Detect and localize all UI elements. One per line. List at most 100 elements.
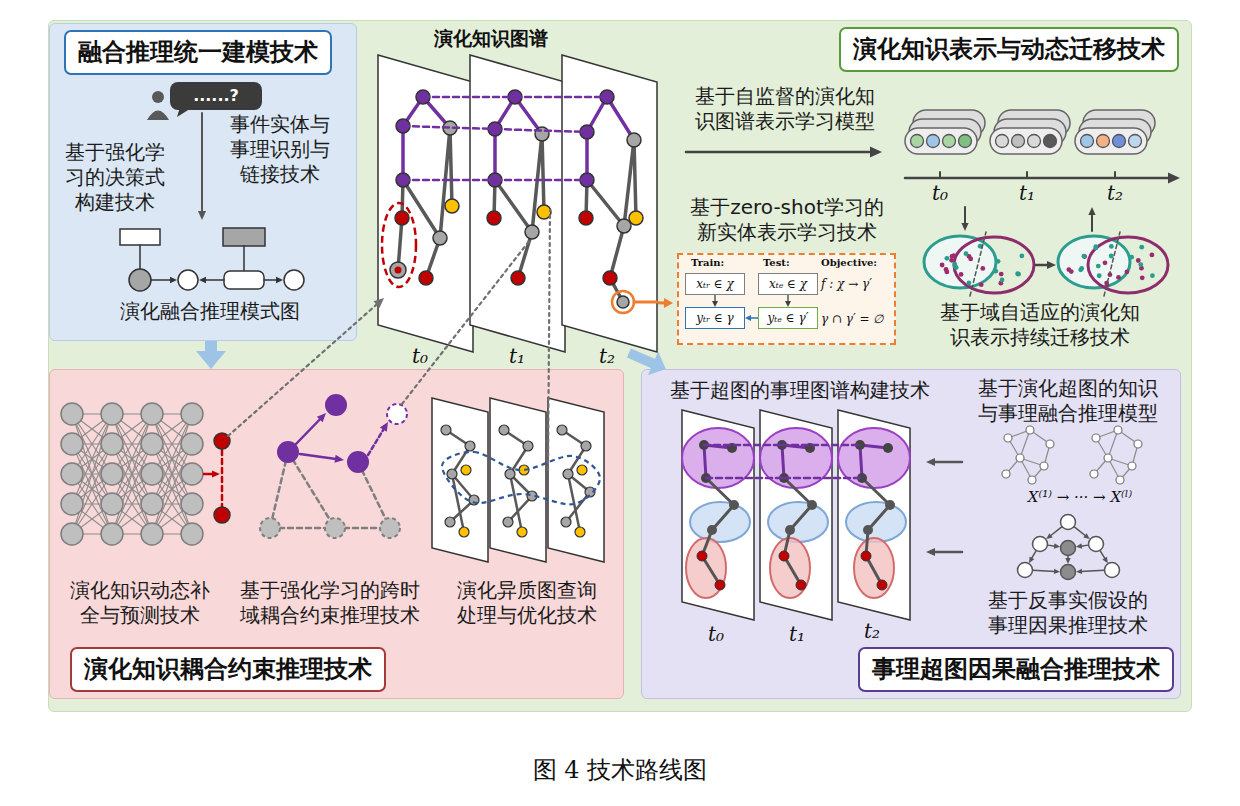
graph-node xyxy=(129,269,151,291)
graph-node xyxy=(395,267,402,274)
node-text: Test: xyxy=(763,257,790,269)
technique-label: 基于域自适应的演化知识表示持续迁移技术 xyxy=(938,300,1143,350)
neuron xyxy=(181,403,203,425)
embedding-cell xyxy=(1028,135,1041,148)
graph-edge xyxy=(495,180,532,232)
graph-node xyxy=(861,551,871,561)
time-slice xyxy=(548,398,604,562)
box-text: xₜₑ ∈ χ xyxy=(769,277,807,291)
arrow-head xyxy=(648,352,666,376)
embedding-cell xyxy=(1097,135,1110,148)
temporal-link xyxy=(495,179,587,182)
sample-dot xyxy=(1150,273,1155,278)
connector-arrow xyxy=(750,317,758,319)
connector-group xyxy=(196,341,226,369)
hyperedge xyxy=(854,538,894,598)
text-holder: Objective: xyxy=(821,257,877,269)
text-holder: 演化异质图查询处理与优化技术 xyxy=(455,578,600,628)
sample-dot xyxy=(953,264,958,269)
graph-node xyxy=(505,469,515,479)
text-holder: 演化知识耦合约束推理技术 xyxy=(70,647,386,692)
temporal-link xyxy=(784,477,862,480)
time-label: t₀ xyxy=(412,345,428,367)
time-slice xyxy=(838,410,910,620)
leader-line xyxy=(402,240,530,404)
neuron xyxy=(141,433,163,455)
neuron xyxy=(181,433,203,455)
graph-node xyxy=(447,469,457,479)
technique-label: 演化融合推理模式图 xyxy=(120,299,300,324)
text-holder: t₂ xyxy=(1107,182,1123,204)
graph-edge xyxy=(706,478,734,505)
graph-node xyxy=(461,465,471,475)
connector-group xyxy=(712,295,718,307)
graph-node xyxy=(581,441,591,451)
connector-arrow xyxy=(629,353,654,364)
text-holder: 基于zero-shot学习的新实体表示学习技术 xyxy=(687,195,887,245)
graph-edge xyxy=(358,462,390,528)
panel-title: 演化知识耦合约束推理技术 xyxy=(70,647,386,692)
person-icon xyxy=(147,111,169,121)
person-icon xyxy=(152,91,164,103)
arrow-line xyxy=(1031,551,1036,559)
neuron xyxy=(61,493,83,515)
sample-dot xyxy=(940,263,945,268)
domain-boundary xyxy=(1104,232,1120,296)
graph-node xyxy=(260,518,280,538)
neuron xyxy=(141,463,163,485)
domain-ellipse xyxy=(1088,237,1168,293)
arrow-head xyxy=(664,298,673,308)
graph-node xyxy=(525,225,539,239)
connector-group xyxy=(745,315,758,321)
graph-edge xyxy=(139,245,141,269)
text-holder: 演化知识动态补全与预测技术 xyxy=(68,578,213,628)
text-holder: 图 4 技术路线图 xyxy=(533,756,708,785)
hyperedge xyxy=(768,502,828,542)
graph-node xyxy=(419,271,433,285)
temporal-link xyxy=(704,444,782,447)
graph-node xyxy=(877,580,887,590)
connector-group xyxy=(658,298,673,308)
arrow-head xyxy=(712,301,718,307)
text-holder: t₀ xyxy=(412,345,428,367)
sample-dot xyxy=(959,272,964,277)
time-label: t₂ xyxy=(1107,182,1123,204)
sample-dot xyxy=(1000,277,1005,282)
box-text: yₜₑ ∈ γ′ xyxy=(768,311,809,325)
domain-ellipse xyxy=(954,237,1034,293)
text-holder: 基于演化超图的知识与事理融合推理模型 xyxy=(976,376,1161,426)
graph-node xyxy=(325,394,347,416)
neuron xyxy=(141,403,163,425)
pattern-box xyxy=(224,271,264,289)
box-text: xₜᵣ ∈ χ xyxy=(696,277,734,291)
arrow-line xyxy=(300,454,336,459)
hyperedge xyxy=(690,502,750,542)
sample-dot xyxy=(944,256,949,261)
arrow-line xyxy=(204,473,213,476)
graph-node xyxy=(883,443,893,453)
node-text: γ ∩ γ′ = ∅ xyxy=(821,312,883,326)
graph-node xyxy=(1040,462,1048,470)
sample-dot xyxy=(964,251,969,256)
time-slice xyxy=(490,398,546,562)
sample-dot xyxy=(951,253,956,258)
arrow-line xyxy=(296,419,320,444)
neuron xyxy=(101,403,123,425)
graph-node xyxy=(1104,454,1112,462)
set-box: yₜₑ ∈ γ′ xyxy=(758,307,818,329)
arrow-line xyxy=(1036,264,1048,267)
sample-dot xyxy=(1139,245,1144,250)
time-label: t₀ xyxy=(932,182,948,204)
temporal-link xyxy=(515,96,607,99)
embedding-cell xyxy=(1129,135,1142,148)
network-edge xyxy=(112,414,152,504)
text-holder: γ ∩ γ′ = ∅ xyxy=(821,312,883,326)
embedding-cell xyxy=(911,135,924,148)
box-text: ......? xyxy=(193,86,239,105)
speech-bubble: ......? xyxy=(170,82,262,110)
text-holder: t₂ xyxy=(864,620,880,642)
graph-node xyxy=(1090,470,1098,478)
domain-boundary xyxy=(970,232,986,296)
node-text: f : χ → γ′ xyxy=(821,277,872,291)
